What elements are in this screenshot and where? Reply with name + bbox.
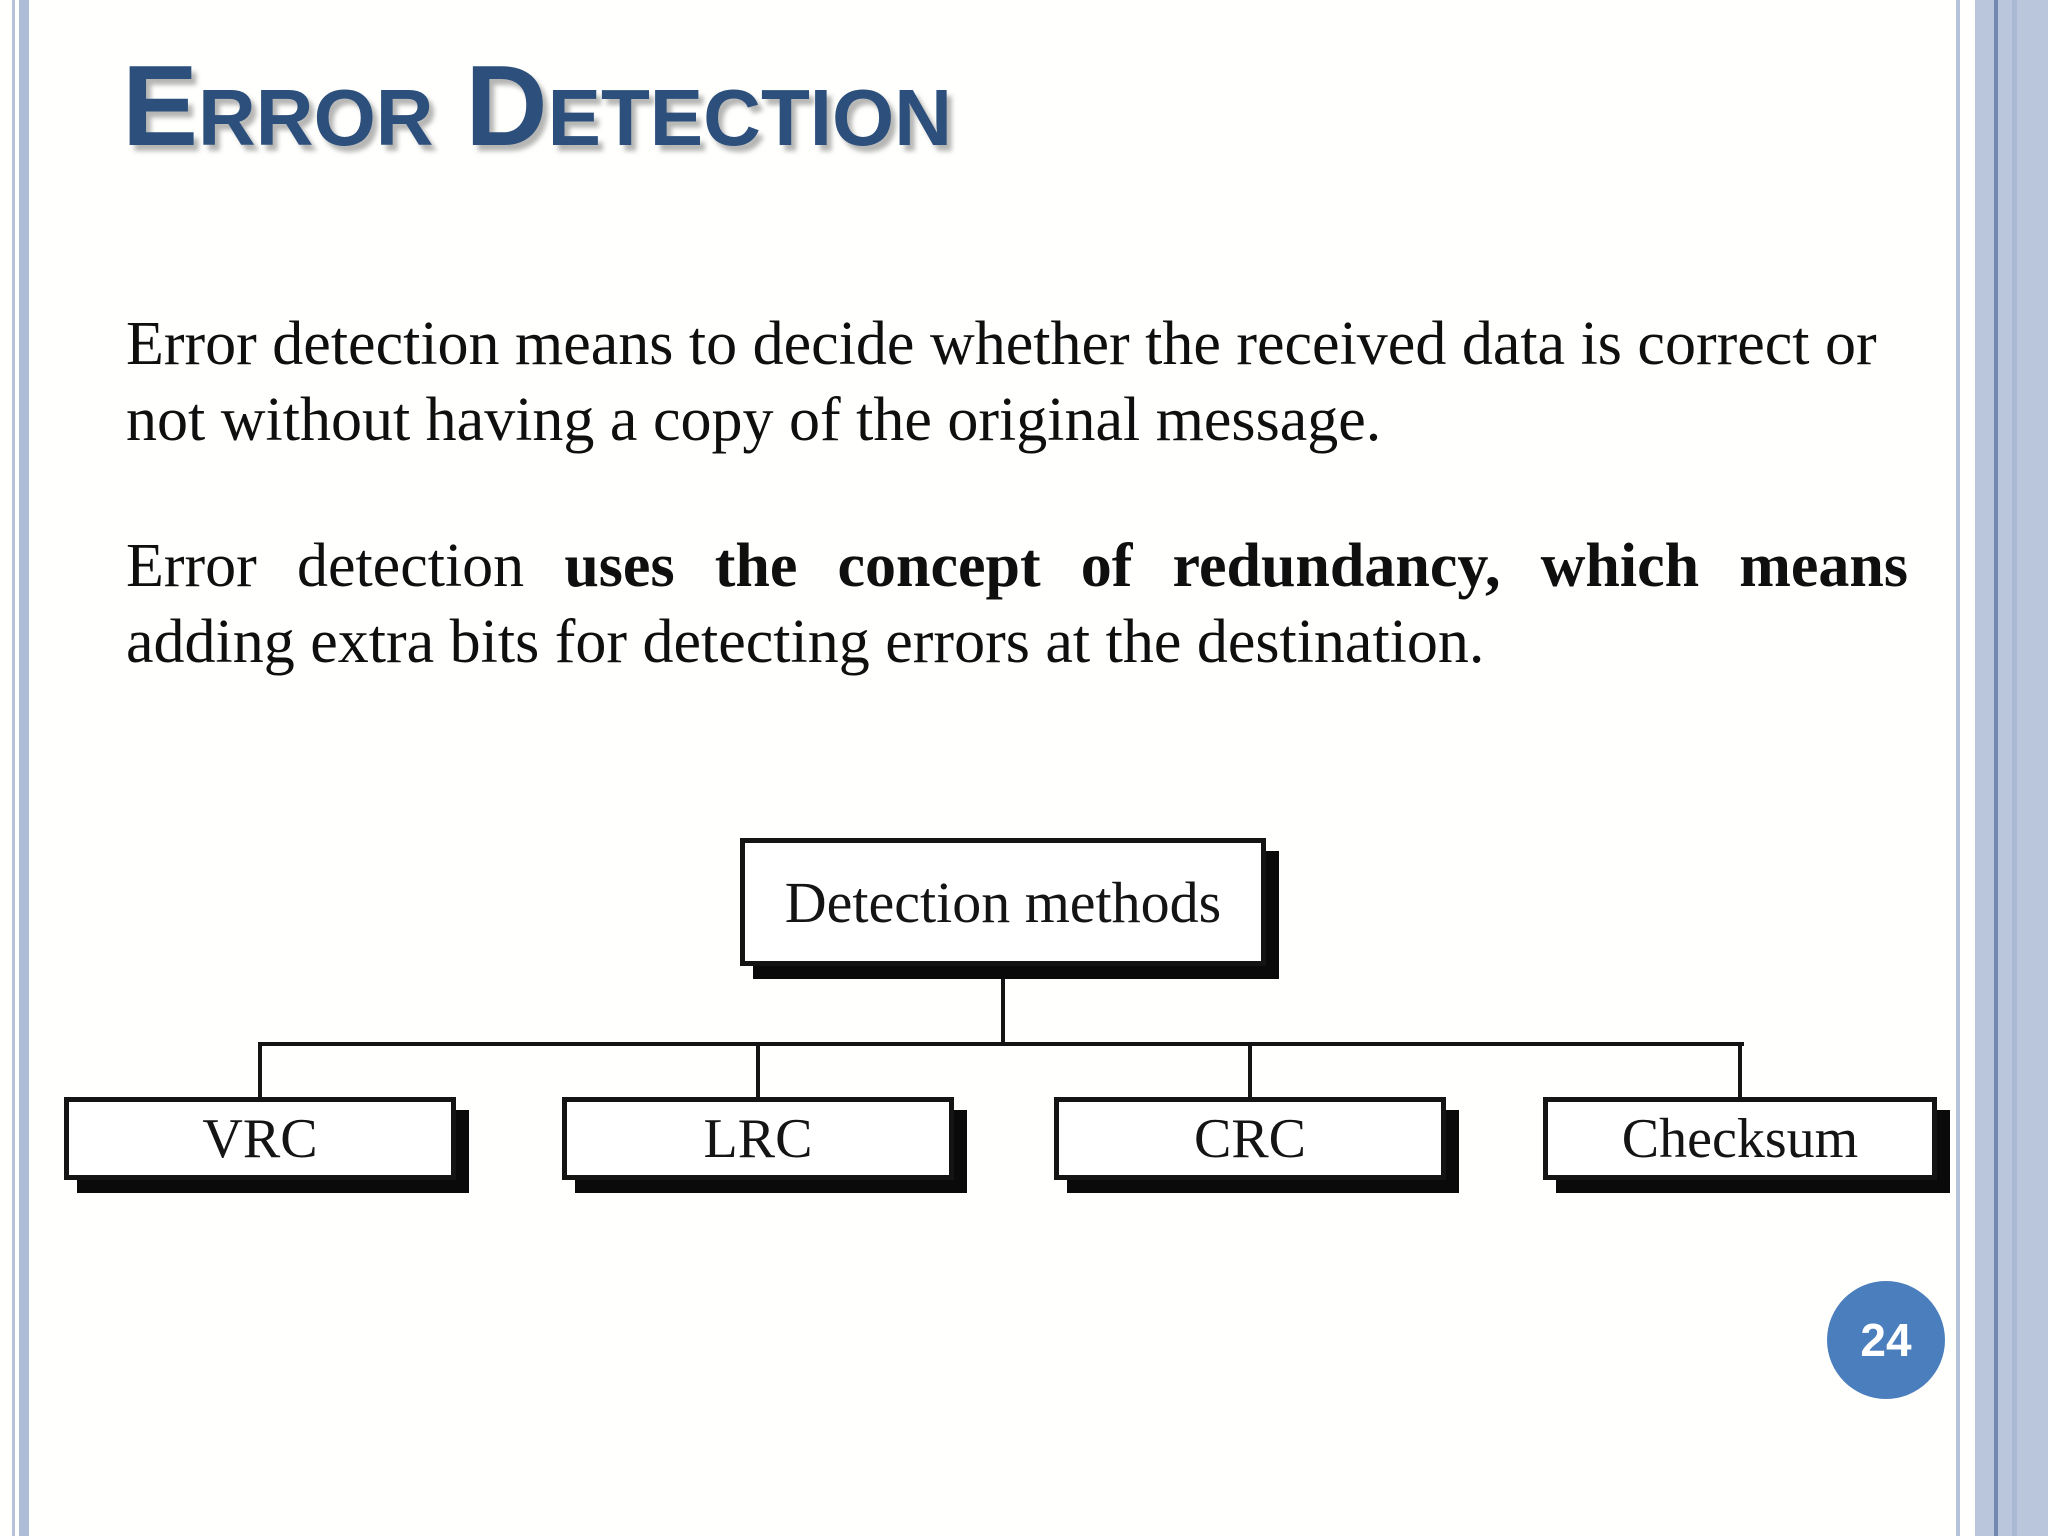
diagram-box-crc: CRC [1054,1097,1446,1180]
paragraph2-bold-text: uses the concept of redundancy, which me… [564,532,1908,600]
diagram-box-checksum-label: Checksum [1621,1107,1859,1170]
diagram-box-checksum: Checksum [1543,1097,1937,1180]
paragraph1-line1: Error detection means to decide whether … [126,310,1877,378]
connector-stub-vrc [258,1044,262,1097]
diagram-box-lrc: LRC [562,1097,954,1180]
page-number-badge: 24 [1827,1281,1945,1399]
diagram-box-vrc-label: VRC [202,1107,318,1170]
right-border-stripe-thin [1956,0,1960,1536]
paragraph2-normal-text: Error detection [126,532,565,600]
left-border-stripe-thin [12,0,15,1536]
left-border-stripe-thick [19,0,29,1536]
connector-stub-lrc [756,1044,760,1097]
right-border-sub-stripe [2012,0,2017,1536]
paragraph2-line1: Error detection uses the concept of redu… [126,528,1908,604]
diagram-box-crc-label: CRC [1193,1107,1307,1170]
diagram-box-vrc: VRC [64,1097,456,1180]
page-number: 24 [1860,1314,1912,1366]
connector-root-vertical [1001,964,1005,1044]
paragraph1-line2: not without having a copy of the origina… [126,386,1382,454]
connector-stub-crc [1248,1044,1252,1097]
connector-horizontal-main [258,1042,1744,1046]
diagram-root-box: Detection methods [740,838,1266,966]
diagram-root-label: Detection methods [784,869,1222,935]
diagram-box-lrc-label: LRC [703,1107,813,1170]
slide-title: Error Detection [122,43,953,170]
paragraph2-line2: adding extra bits for detecting errors a… [126,608,1485,676]
connector-stub-checksum [1738,1044,1742,1097]
right-border-band [1975,0,2048,1536]
right-border-dark-line [1994,0,1998,1536]
